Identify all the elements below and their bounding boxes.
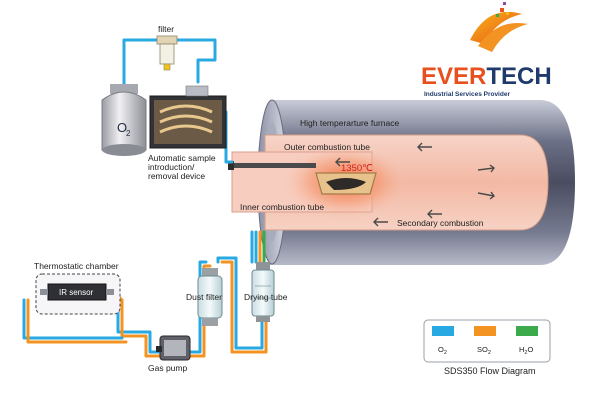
- temperature-label: 1350℃: [341, 163, 373, 174]
- ir-sensor-label: IR sensor: [59, 288, 94, 297]
- thermostatic-chamber-label: Thermostatic chamber: [34, 261, 119, 271]
- oxygen-cylinder: [101, 84, 147, 156]
- sampler-label-line3: removal device: [148, 171, 205, 181]
- dust-filter: [197, 268, 223, 326]
- legend-swatch-h2o: [516, 326, 538, 336]
- legend-swatch-so2: [474, 326, 496, 336]
- furnace-label: High temperarture furnace: [300, 118, 399, 128]
- legend-swatch-o2: [432, 326, 454, 336]
- exhaust-line: [22, 230, 268, 358]
- dust-filter-label: Dust filter: [186, 292, 222, 302]
- sample-boat: [315, 172, 377, 195]
- brand-name: EVERTECH: [421, 63, 552, 90]
- brand-tagline: Industrial Services Provider: [424, 91, 510, 98]
- auto-sampler-device: [149, 85, 227, 149]
- thermostatic-chamber: [35, 273, 121, 315]
- o2-cylinder-label: O: [117, 120, 127, 135]
- gas-pump-label: Gas pump: [148, 363, 187, 373]
- sampler-label-line2: introduction/: [148, 162, 195, 172]
- secondary-combustion-label: Secondary combustion: [397, 218, 484, 228]
- o2-cylinder-subscript: 2: [126, 129, 131, 138]
- inner-tube-label: Inner combustion tube: [240, 202, 324, 212]
- legend: O2 SO2 H2O: [423, 319, 551, 363]
- legend-label-o2: O2: [438, 345, 447, 356]
- diagram-caption: SDS350 Flow Diagram: [444, 366, 536, 376]
- filter-label: filter: [158, 24, 174, 34]
- flow-arrows: [335, 142, 495, 227]
- legend-label-so2: SO2: [477, 345, 491, 356]
- legend-label-h2o: H2O: [519, 345, 533, 356]
- sample-rod: [228, 161, 316, 170]
- outer-tube-label: Outer combustion tube: [284, 142, 370, 152]
- drying-tube-label: Drying tube: [244, 292, 288, 302]
- high-temperature-furnace: [231, 99, 575, 265]
- filter-icon: [156, 35, 178, 71]
- gas-pump: [156, 335, 191, 361]
- evertech-logo-mark: [470, 2, 528, 52]
- sampler-label-line1: Automatic sample: [148, 153, 216, 163]
- drying-tube: [251, 262, 275, 322]
